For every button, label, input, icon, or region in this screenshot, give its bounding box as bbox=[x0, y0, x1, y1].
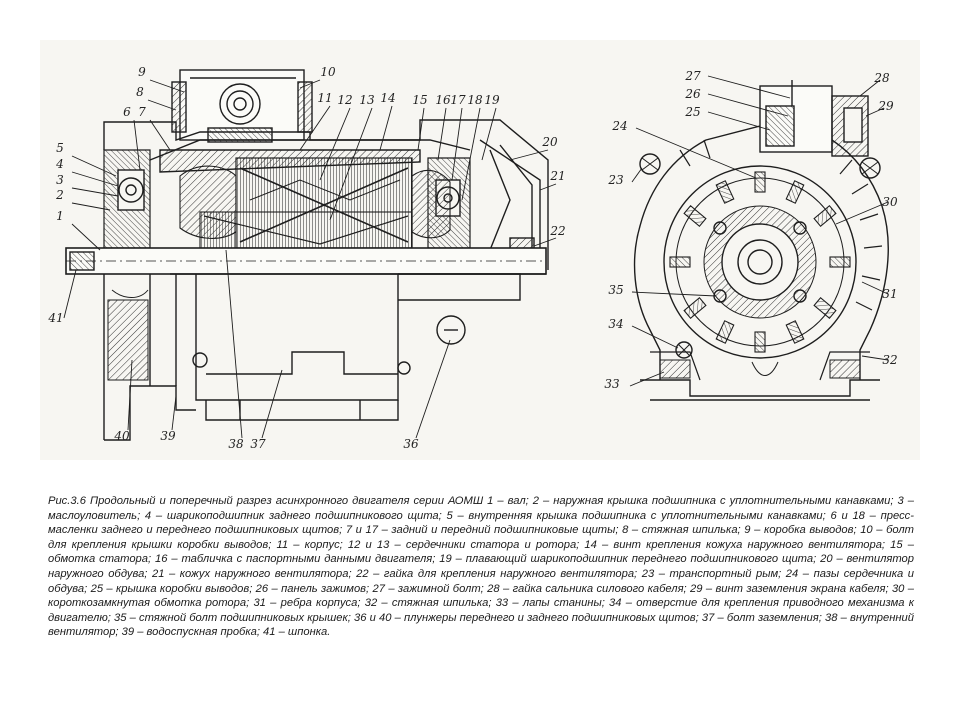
callout-label-4: 4 bbox=[55, 157, 64, 171]
callout-label-38: 38 bbox=[228, 437, 244, 451]
callout-label-6: 6 bbox=[123, 105, 131, 119]
callout-label-40: 40 bbox=[113, 429, 130, 443]
callout-label-35: 35 bbox=[608, 283, 623, 297]
callout-label-28: 28 bbox=[873, 71, 890, 85]
callout-label-9: 9 bbox=[138, 65, 146, 79]
callout-label-19: 19 bbox=[484, 93, 500, 107]
cross-section bbox=[629, 75, 889, 401]
callout-label-30: 30 bbox=[882, 195, 898, 209]
callout-label-8: 8 bbox=[136, 85, 144, 99]
callout-label-26: 26 bbox=[684, 87, 701, 101]
longitudinal-section bbox=[63, 69, 557, 441]
callout-label-34: 34 bbox=[608, 317, 623, 331]
callout-label-29: 29 bbox=[877, 99, 894, 113]
callout-label-31: 31 bbox=[882, 287, 897, 301]
callout-label-16: 16 bbox=[435, 93, 451, 107]
callout-label-37: 37 bbox=[250, 437, 266, 451]
callout-label-22: 22 bbox=[549, 224, 565, 238]
callout-label-10: 10 bbox=[320, 65, 336, 79]
callout-label-21: 21 bbox=[549, 169, 565, 183]
callout-label-27: 27 bbox=[684, 69, 701, 83]
callout-label-14: 14 bbox=[380, 91, 395, 105]
callout-label-15: 15 bbox=[412, 93, 427, 107]
callout-label-17: 17 bbox=[450, 93, 466, 107]
callout-label-36: 36 bbox=[403, 437, 419, 451]
callout-label-23: 23 bbox=[607, 173, 624, 187]
callout-label-1: 1 bbox=[56, 209, 64, 223]
callout-label-2: 2 bbox=[55, 188, 64, 202]
callout-label-11: 11 bbox=[317, 91, 332, 105]
callout-label-3: 3 bbox=[56, 173, 64, 187]
callout-label-41: 41 bbox=[47, 311, 63, 325]
callout-label-18: 18 bbox=[467, 93, 483, 107]
drawing-canvas: 9108761112131415161718192021225432141403… bbox=[47, 65, 898, 451]
callout-label-24: 24 bbox=[611, 119, 627, 133]
callout-label-39: 39 bbox=[160, 429, 176, 443]
callout-label-25: 25 bbox=[684, 105, 700, 119]
callout-label-5: 5 bbox=[56, 141, 64, 155]
callout-label-12: 12 bbox=[337, 93, 352, 107]
callout-label-7: 7 bbox=[138, 105, 146, 119]
callout-label-32: 32 bbox=[882, 353, 897, 367]
stator-slots bbox=[669, 171, 851, 353]
terminal-box-cross bbox=[759, 80, 869, 157]
terminal-box bbox=[171, 69, 313, 143]
figure-caption: Рис.3.6 Продольный и поперечный разрез а… bbox=[48, 495, 914, 639]
callout-label-33: 33 bbox=[604, 377, 620, 391]
callout-label-20: 20 bbox=[541, 135, 558, 149]
callout-label-13: 13 bbox=[359, 93, 375, 107]
